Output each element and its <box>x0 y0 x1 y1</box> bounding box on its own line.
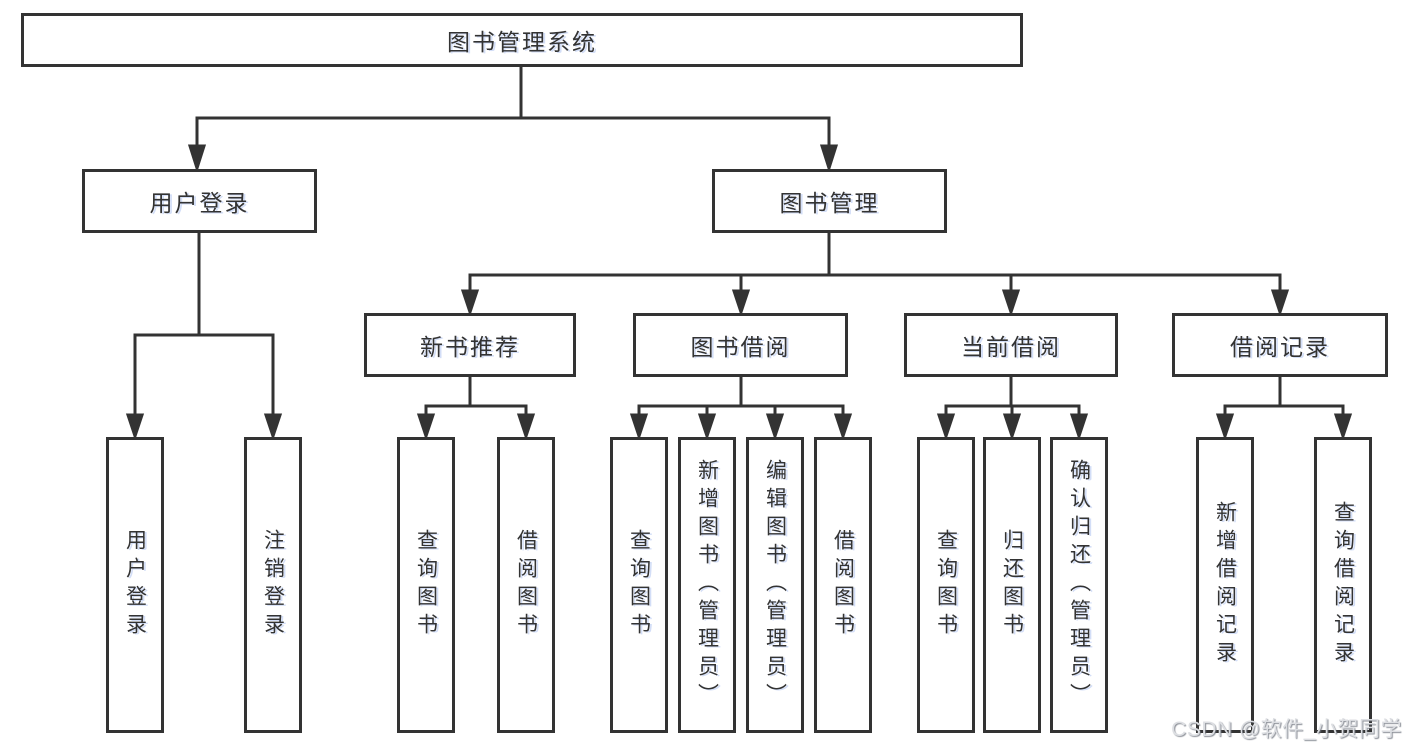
arrow-to-leaf-bb-add-books <box>697 406 717 441</box>
leaf-br-query-record: 查询借阅记录 <box>1314 437 1372 733</box>
arrow-to-leaf-nbr-query-books <box>416 406 436 441</box>
arrow-to-leaf-bb-borrow-books <box>833 406 853 441</box>
node-label: 查询借阅记录 <box>1331 501 1355 669</box>
node-book-borrow: 图书借阅 <box>633 313 848 377</box>
leaf-bb-add-books-admin: 新增图书（管理员） <box>678 437 736 733</box>
arrow-to-leaf-bb-edit-books <box>765 406 785 441</box>
arrow-to-borrow-records <box>1270 275 1290 317</box>
leaf-logout: 注销登录 <box>244 437 302 733</box>
arrow-to-current-borrow <box>1001 275 1021 317</box>
arrow-to-leaf-cb-query-books <box>936 406 956 441</box>
leaf-nbr-borrow-books: 借阅图书 <box>497 437 555 733</box>
node-label: 新增借阅记录 <box>1213 501 1237 669</box>
node-label: 归还图书 <box>1000 529 1024 641</box>
leaf-cb-confirm-return-admin: 确认归还（管理员） <box>1050 437 1108 733</box>
node-label: 用户登录 <box>123 529 147 641</box>
node-label: 借阅图书 <box>831 529 855 641</box>
node-label: 注销登录 <box>261 529 285 641</box>
leaf-bb-edit-books-admin: 编辑图书（管理员） <box>746 437 804 733</box>
node-book-management: 图书管理 <box>712 169 947 233</box>
node-new-book-recommend: 新书推荐 <box>364 313 576 377</box>
arrow-to-book-management <box>819 118 839 173</box>
arrow-to-leaf-user-login <box>125 335 145 441</box>
node-label: 借阅记录 <box>1230 334 1330 360</box>
node-label: 编辑图书（管理员） <box>763 459 787 711</box>
node-label: 查询图书 <box>414 529 438 641</box>
node-current-borrow: 当前借阅 <box>904 313 1118 377</box>
leaf-cb-query-books: 查询图书 <box>917 437 975 733</box>
leaf-nbr-query-books: 查询图书 <box>397 437 455 733</box>
arrow-to-book-borrow <box>731 275 751 317</box>
node-label: 确认归还（管理员） <box>1067 459 1091 711</box>
arrow-to-new-book-recommend <box>460 275 480 317</box>
arrow-to-leaf-cb-return-books <box>1002 406 1022 441</box>
arrow-to-leaf-br-add-record <box>1215 406 1235 441</box>
node-label: 新增图书（管理员） <box>695 459 719 711</box>
node-label: 查询图书 <box>627 529 651 641</box>
node-label: 用户登录 <box>149 190 250 216</box>
leaf-bb-borrow-books: 借阅图书 <box>814 437 872 733</box>
node-user-login: 用户登录 <box>82 169 317 233</box>
leaf-br-add-record: 新增借阅记录 <box>1196 437 1254 733</box>
node-label: 图书管理系统 <box>447 29 597 55</box>
node-label: 借阅图书 <box>514 529 538 641</box>
arrow-to-leaf-nbr-borrow-books <box>516 406 536 441</box>
csdn-watermark: CSDN @软件_小贺同学 <box>1171 718 1402 741</box>
leaf-bb-query-books: 查询图书 <box>610 437 668 733</box>
node-label: 图书管理 <box>779 190 880 216</box>
leaf-user-login: 用户登录 <box>106 437 164 733</box>
node-label: 图书借阅 <box>690 334 791 360</box>
node-label: 新书推荐 <box>420 334 520 360</box>
arrow-to-leaf-cb-confirm-return <box>1069 406 1089 441</box>
arrow-to-leaf-bb-query-books <box>629 406 649 441</box>
arrow-to-leaf-logout <box>263 335 283 441</box>
arrow-to-leaf-br-query-record <box>1333 406 1353 441</box>
node-label: 查询图书 <box>934 529 958 641</box>
node-label: 当前借阅 <box>961 334 1061 360</box>
node-root-system: 图书管理系统 <box>21 13 1023 67</box>
node-borrow-records: 借阅记录 <box>1172 313 1388 377</box>
arrow-to-user-login <box>187 118 207 173</box>
leaf-cb-return-books: 归还图书 <box>983 437 1041 733</box>
